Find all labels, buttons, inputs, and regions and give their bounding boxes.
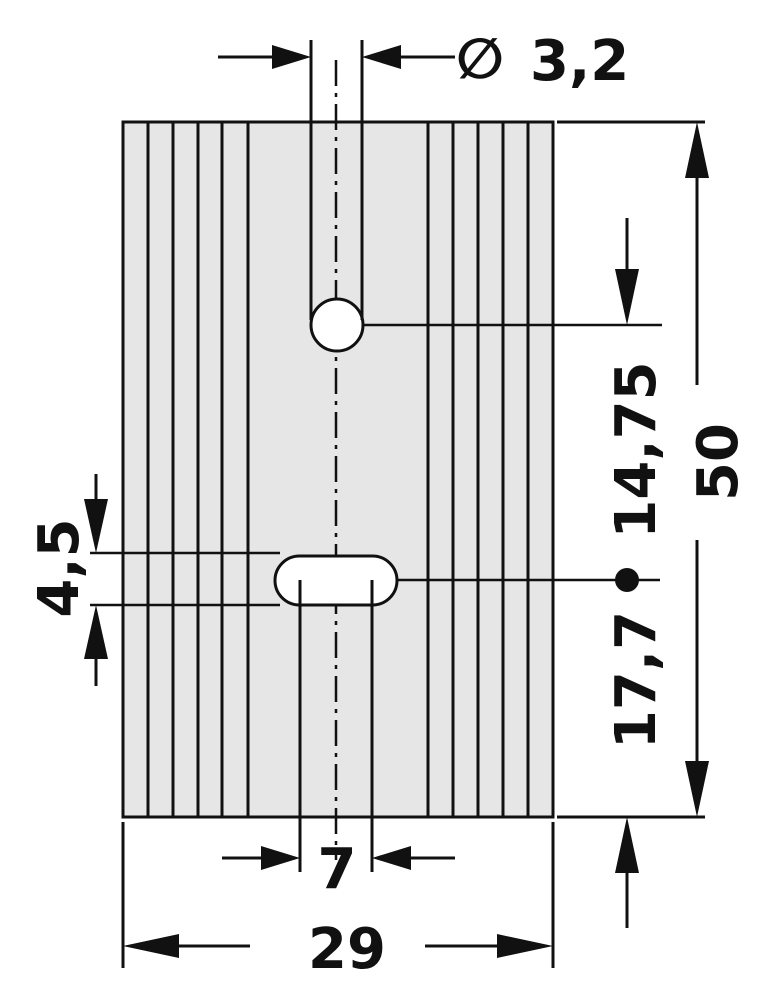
- mounting-slot: [273, 554, 399, 607]
- slot-height-label: 4,5: [27, 518, 92, 617]
- arrow-down-icon: [84, 499, 108, 553]
- arrow-up-icon: [685, 122, 709, 178]
- arrow-right-icon: [497, 934, 553, 958]
- fin-lines: [146, 122, 530, 817]
- arrow-right-icon: [272, 45, 311, 69]
- slot-height-dimension: 4,5: [27, 474, 280, 686]
- diameter-symbol: ∅: [456, 27, 504, 92]
- arrow-right-icon: [261, 846, 300, 870]
- hole-diameter-label: 3,2: [530, 29, 629, 94]
- arrow-left-icon: [123, 934, 179, 958]
- datum-dot-icon: [615, 568, 639, 592]
- arrow-down-icon: [615, 269, 639, 325]
- hole-offset-label: 14,75: [604, 361, 669, 538]
- mounting-hole: [309, 297, 365, 353]
- arrow-down-icon: [685, 761, 709, 817]
- slot-width-dimension: 7: [222, 580, 455, 902]
- arrow-up-icon: [615, 817, 639, 873]
- slot-offset-label: 17,7: [604, 611, 669, 749]
- arrow-up-icon: [84, 605, 108, 659]
- height-dimension: 50: [557, 120, 751, 819]
- heatsink-body: [121, 120, 555, 819]
- arrow-left-icon: [362, 45, 401, 69]
- offset-dimensions: 14,75 17,7: [362, 218, 669, 928]
- arrow-left-icon: [372, 846, 411, 870]
- hole-diameter-dimension: ∅ 3,2: [218, 27, 629, 320]
- overall-height-label: 50: [686, 423, 751, 501]
- overall-width-label: 29: [308, 917, 386, 982]
- slot-width-label: 7: [318, 837, 357, 902]
- width-dimension: 29: [121, 822, 555, 982]
